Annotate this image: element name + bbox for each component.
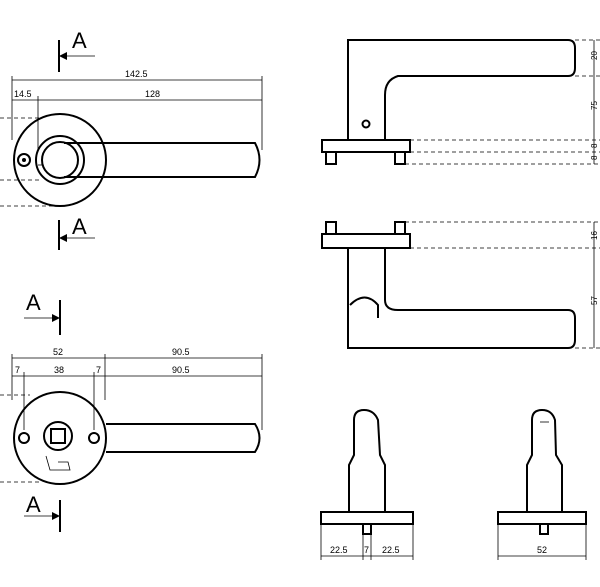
dim-overall: 142.5	[125, 69, 148, 79]
screw-hole-left	[18, 432, 30, 444]
dim-right-gap: 7	[96, 365, 101, 375]
dim-center: 38	[54, 365, 64, 375]
dim-c: 22.5	[382, 545, 400, 555]
lever-2	[106, 423, 261, 453]
section-label-3: A	[26, 290, 41, 315]
section-marker-bottom-lower: A	[24, 492, 61, 532]
lever-side-upper	[347, 39, 576, 141]
dim-a: 22.5	[330, 545, 348, 555]
section-marker-top: A	[58, 28, 95, 72]
section-label: A	[72, 28, 87, 53]
screw-hole	[17, 153, 31, 167]
section-marker-top-lower: A	[58, 214, 95, 250]
section-marker-bottom: A	[24, 290, 61, 335]
lever-end-left	[348, 408, 386, 513]
lever-side-lower	[347, 247, 576, 349]
end-view-left: 22.5 7 22.5	[320, 408, 414, 560]
dim-offset: 14.5	[14, 89, 32, 99]
dim-rose: 52	[53, 347, 63, 357]
dim-width: 52	[537, 545, 547, 555]
section-label-2: A	[72, 214, 87, 239]
dim-lever-top: 90.5	[172, 347, 190, 357]
dim-upper-4: 8	[590, 155, 599, 160]
rose-outer	[13, 113, 107, 207]
dim-lever-bottom: 90.5	[172, 365, 190, 375]
dim-lower-2: 57	[590, 296, 599, 305]
rose-outer-2	[13, 391, 107, 485]
screw-hole-right	[88, 432, 100, 444]
lever	[64, 142, 261, 178]
end-view-right: 52	[497, 408, 587, 560]
bottom-left-view: A 52 90.5 7 38 7 90.5 A	[0, 290, 263, 532]
top-left-view: A 142.5 14.5 128 A	[0, 28, 263, 250]
dim-lower-1: 16	[590, 231, 599, 240]
dim-b: 7	[364, 545, 369, 555]
dim-upper-1: 20	[590, 51, 599, 60]
section-label-4: A	[26, 492, 41, 517]
dim-upper-3: 8	[590, 143, 599, 148]
dim-left-gap: 7	[15, 365, 20, 375]
lever-end-right	[526, 408, 563, 513]
dim-lever: 128	[145, 89, 160, 99]
side-view-lower: 16 57	[321, 221, 600, 349]
side-view-upper: 20 75 8 8	[321, 39, 600, 165]
dim-upper-2: 75	[590, 101, 599, 110]
